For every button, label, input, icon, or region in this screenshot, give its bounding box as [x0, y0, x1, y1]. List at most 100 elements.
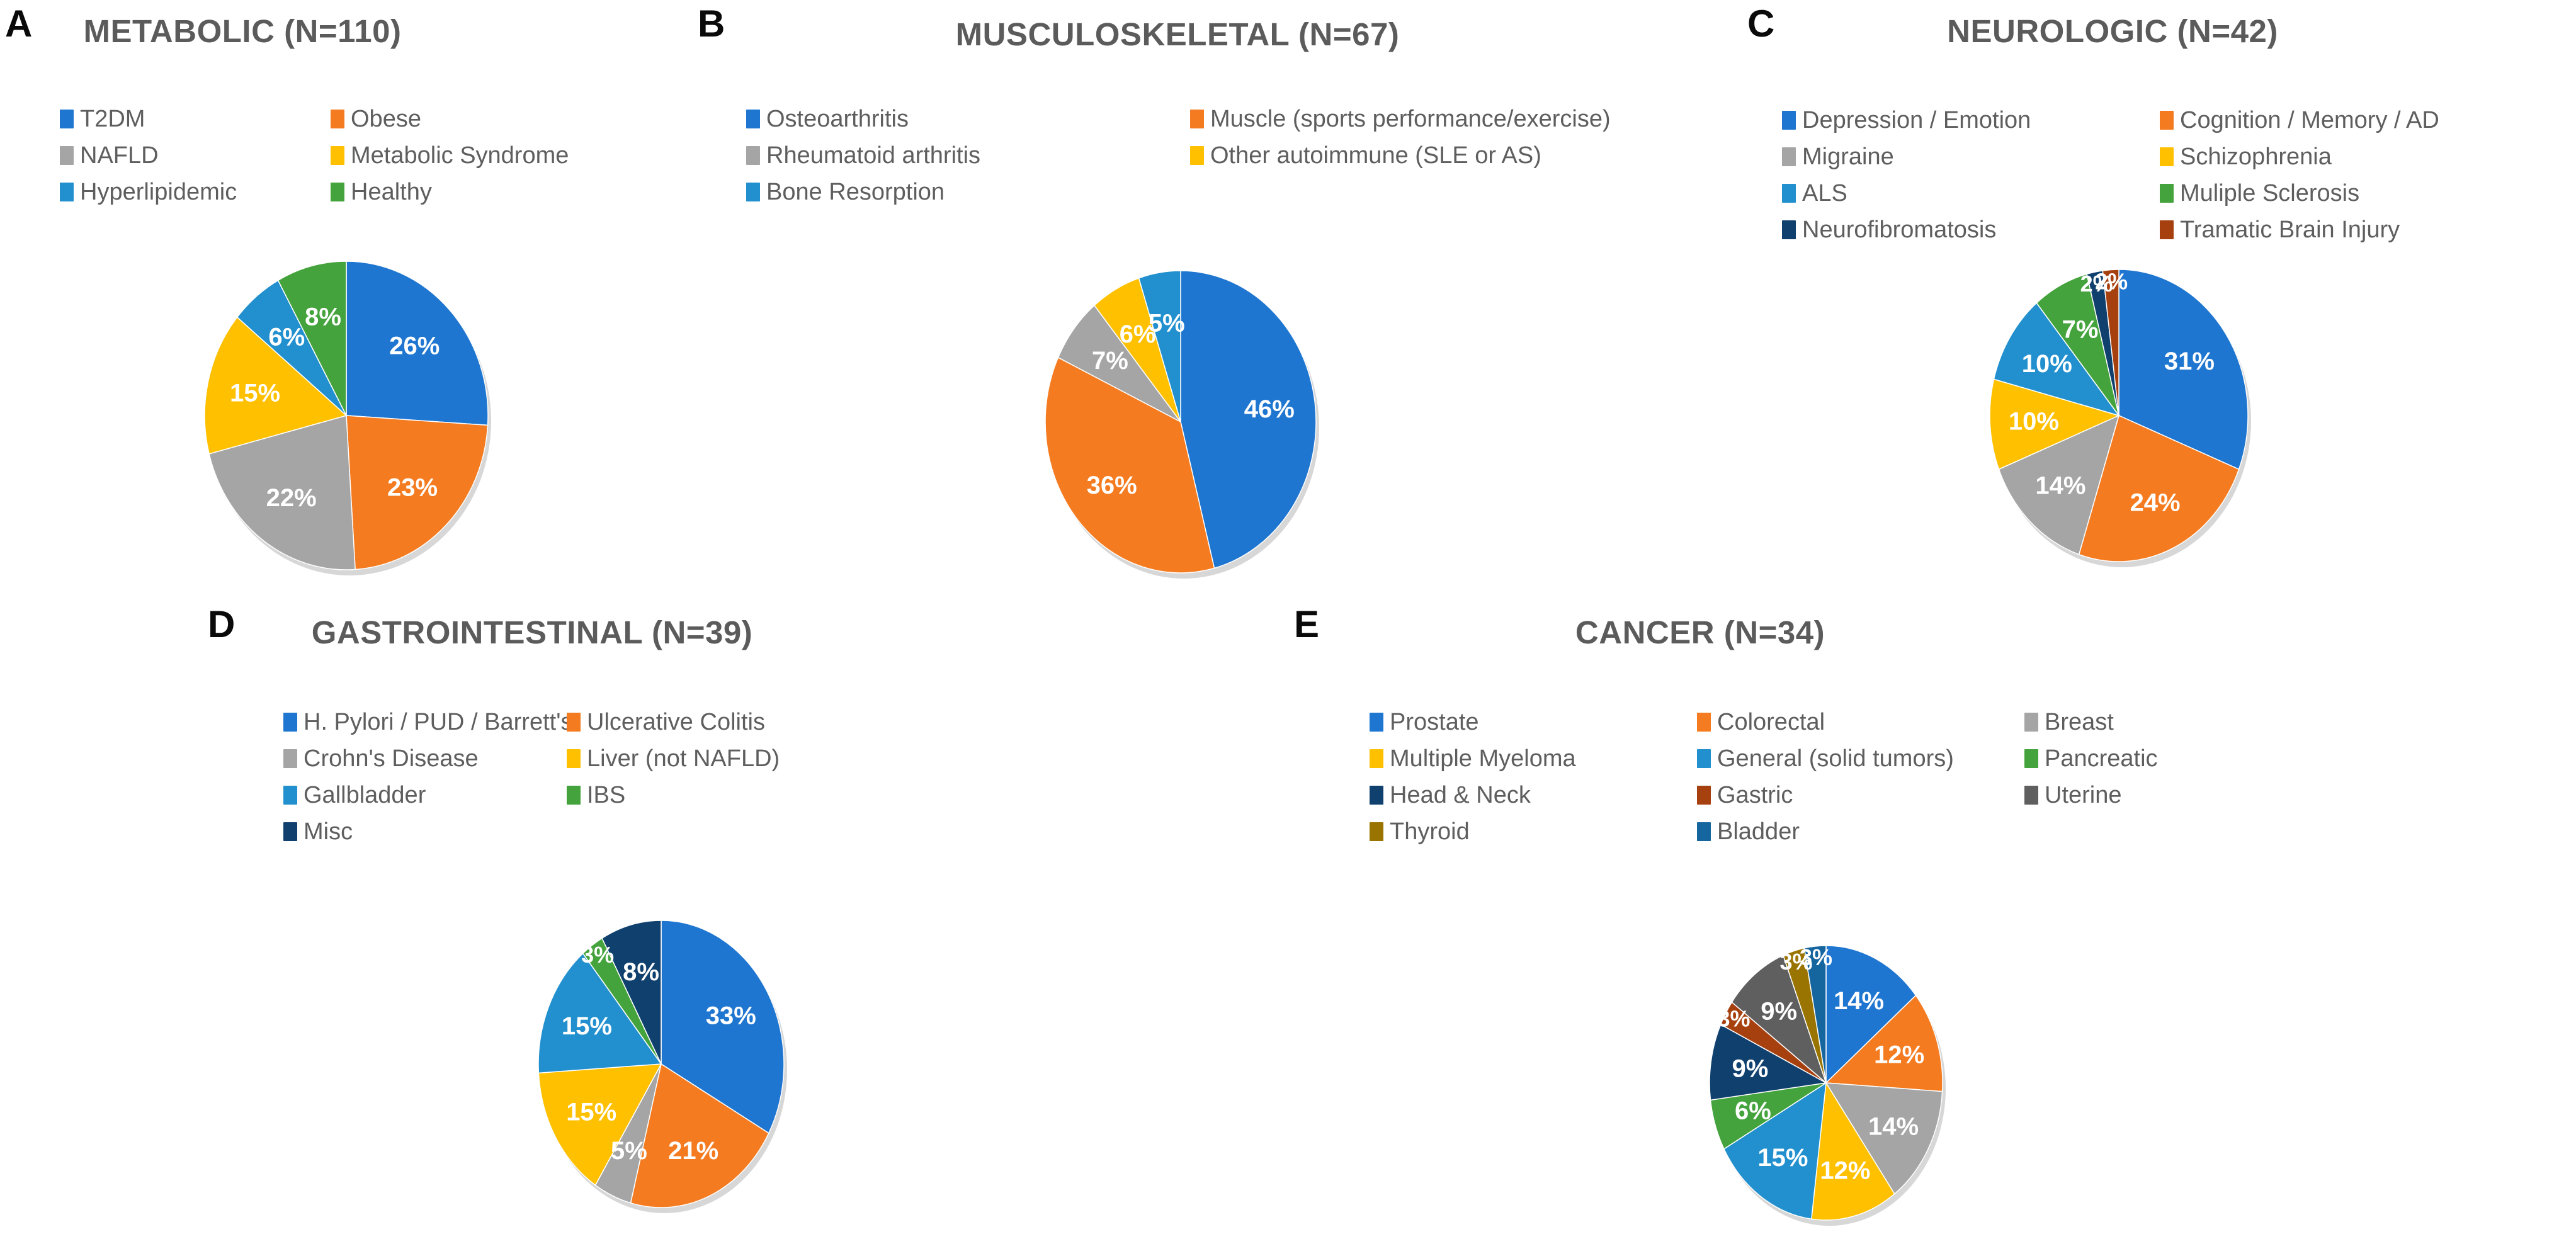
legend-swatch-icon	[283, 786, 297, 805]
pie-slice	[1138, 270, 1181, 422]
legend-item: Muliple Sclerosis	[2160, 175, 2538, 212]
legend-swatch-icon	[746, 183, 760, 201]
legend-item-label: IBS	[587, 782, 626, 808]
legend-swatch-icon	[746, 110, 760, 128]
pie-slice-value-label: 23%	[387, 473, 438, 501]
pie-slice	[236, 280, 347, 416]
pie-slice	[1782, 947, 1827, 1083]
legend-item-label: Obese	[351, 106, 421, 132]
legend-item: Schizophrenia	[2160, 139, 2538, 175]
legend-item: Hyperlipidemic	[60, 174, 331, 210]
legend-item: Gallbladder	[283, 777, 567, 813]
legend-item: Obese	[331, 101, 601, 137]
panel-letter-b: B	[698, 3, 725, 45]
legend-panel-b: Osteoarthritis Muscle (sports performance…	[746, 101, 1634, 210]
pie-slice	[601, 920, 662, 1065]
legend-item-label: ALS	[1802, 180, 1847, 206]
pie-slice	[538, 953, 662, 1074]
pie-slice	[1989, 378, 2121, 470]
legend-item: Other autoimmune (SLE or AS)	[1190, 137, 1634, 174]
pie-slice-value-label: 26%	[389, 332, 440, 359]
pie-slice	[1709, 1024, 1828, 1101]
pie-slice-value-label: 33%	[706, 1002, 756, 1029]
pie-slice-value-label: 5%	[1149, 310, 1185, 337]
pie-slice-value-label: 10%	[2022, 350, 2072, 378]
legend-item-label: Neurofibromatosis	[1802, 217, 1997, 243]
pie-slice-value-label: 6%	[1735, 1097, 1771, 1124]
pie-slice	[1710, 1082, 1827, 1150]
legend-item-label: Bone Resorption	[766, 179, 945, 205]
pie-slice	[582, 937, 662, 1065]
legend-item: Neurofibromatosis	[1782, 212, 2160, 248]
legend-swatch-icon	[1782, 220, 1796, 239]
legend-item-label: Colorectal	[1717, 709, 1825, 735]
legend-swatch-icon	[1190, 146, 1204, 165]
legend-swatch-icon	[283, 713, 297, 732]
pie-chart-panel-e: 14%12%14%12%15%6%9%3%9%3%3%	[1691, 927, 1961, 1239]
pie-slice-value-label: 14%	[1834, 987, 1884, 1015]
pie-slice-value-label: 3%	[1800, 944, 1832, 970]
legend-item-label: Rheumatoid arthritis	[766, 142, 981, 169]
legend-item-label: Breast	[2045, 709, 2114, 735]
pie-slice	[1993, 302, 2120, 417]
legend-swatch-icon	[283, 749, 297, 768]
legend-swatch-icon	[2160, 184, 2174, 203]
legend-item: H. Pylori / PUD / Barrett's	[283, 704, 572, 740]
pie-slice	[1723, 1082, 1827, 1220]
legend-item-label: Muliple Sclerosis	[2180, 180, 2360, 206]
pie-slice-value-label: 9%	[1761, 997, 1797, 1025]
pie-chart-panel-c: 31%24%14%10%10%7%2%2%	[1971, 251, 2267, 580]
pie-slice	[2078, 414, 2240, 562]
legend-item: Bone Resorption	[746, 174, 1190, 210]
pie-slice-value-label: 8%	[623, 958, 659, 986]
legend-item-label: Cognition / Memory / AD	[2180, 107, 2439, 133]
legend-item-label: Gastric	[1717, 782, 1793, 808]
legend-item: General (solid tumors)	[1697, 740, 2024, 777]
legend-item: Liver (not NAFLD)	[567, 740, 850, 777]
panel-letter-c: C	[1747, 3, 1775, 45]
legend-item: Migraine	[1782, 139, 2160, 175]
panel-title-d: GASTROINTESTINAL (N=39)	[311, 614, 753, 650]
legend-swatch-icon	[1782, 111, 1796, 130]
pie-shadow	[208, 267, 491, 575]
legend-swatch-icon	[1782, 184, 1796, 203]
legend-item-label: Osteoarthritis	[766, 106, 909, 132]
legend-item-label: Healthy	[351, 179, 432, 205]
pie-slice	[1720, 1001, 1827, 1083]
legend-item: Head & Neck	[1370, 777, 1697, 813]
legend-item-label: T2DM	[80, 106, 145, 132]
legend-swatch-icon	[1370, 713, 1383, 732]
legend-item: Multiple Myeloma	[1370, 740, 1697, 777]
legend-item: Uterine	[2024, 777, 2352, 813]
pie-slice	[1825, 1082, 1943, 1195]
legend-swatch-icon	[746, 146, 760, 165]
legend-swatch-icon	[60, 146, 74, 165]
pie-slice	[1810, 1081, 1895, 1221]
panel-title-e: CANCER (N=34)	[1575, 614, 1825, 650]
legend-item-label: Metabolic Syndrome	[351, 142, 569, 169]
pie-slice-value-label: 15%	[566, 1099, 616, 1126]
legend-swatch-icon	[1190, 110, 1204, 128]
pie-slice	[1825, 945, 1917, 1084]
legend-item-label: Muscle (sports performance/exercise)	[1210, 106, 1611, 132]
pie-slice	[2118, 269, 2249, 470]
legend-item-label: Pancreatic	[2045, 745, 2158, 772]
legend-item-label: H. Pylori / PUD / Barrett's	[304, 709, 573, 735]
legend-swatch-icon	[331, 146, 344, 165]
pie-slice-value-label: 15%	[1757, 1144, 1808, 1172]
legend-item-label: Other autoimmune (SLE or AS)	[1210, 142, 1541, 169]
pie-slice-value-label: 5%	[611, 1137, 647, 1165]
pie-slice	[204, 316, 348, 455]
legend-swatch-icon	[1782, 147, 1796, 166]
legend-item-label: Gallbladder	[304, 782, 426, 808]
legend-item: Thyroid	[1370, 813, 1697, 850]
legend-item-label: Head & Neck	[1390, 782, 1531, 808]
pie-shadow	[1048, 276, 1319, 579]
legend-swatch-icon	[1370, 786, 1383, 805]
pie-slice-value-label: 6%	[1120, 320, 1156, 348]
legend-swatch-icon	[567, 713, 581, 732]
pie-chart-panel-b: 46%36%7%6%5%	[1026, 252, 1335, 592]
